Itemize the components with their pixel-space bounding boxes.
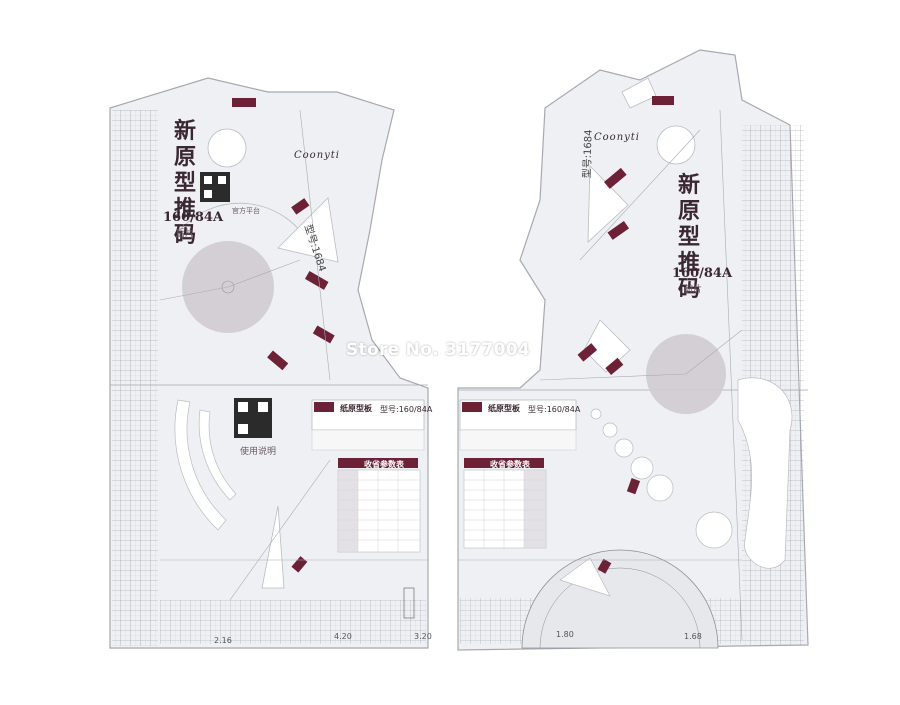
- left-ruler-piece: [109, 77, 429, 649]
- right-ruler-piece: [457, 49, 809, 651]
